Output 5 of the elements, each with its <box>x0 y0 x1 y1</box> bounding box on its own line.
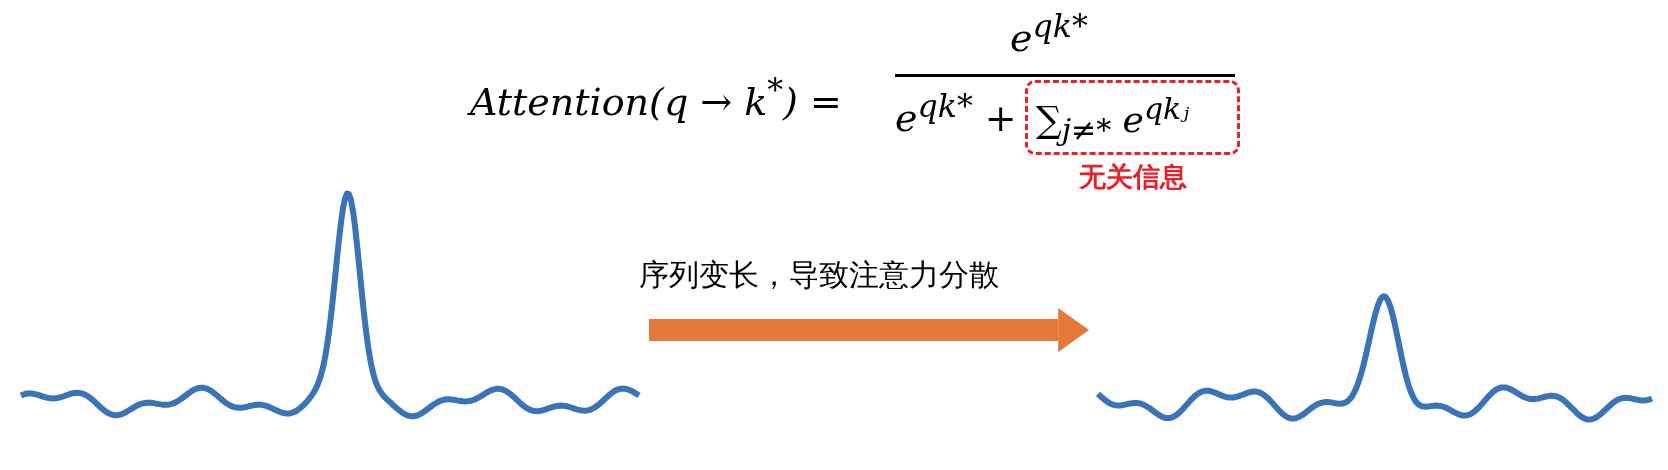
formula-text: e$^{qk*}$ + <box>895 88 1017 140</box>
arrow <box>649 308 1089 352</box>
formula-text: e$^{qk*}$ <box>1010 8 1088 60</box>
annotation-text: 无关信息 <box>1077 161 1188 194</box>
formula-term: ∑$_{j≠*}$ e$^{qkⱼ}$ <box>1036 91 1190 148</box>
